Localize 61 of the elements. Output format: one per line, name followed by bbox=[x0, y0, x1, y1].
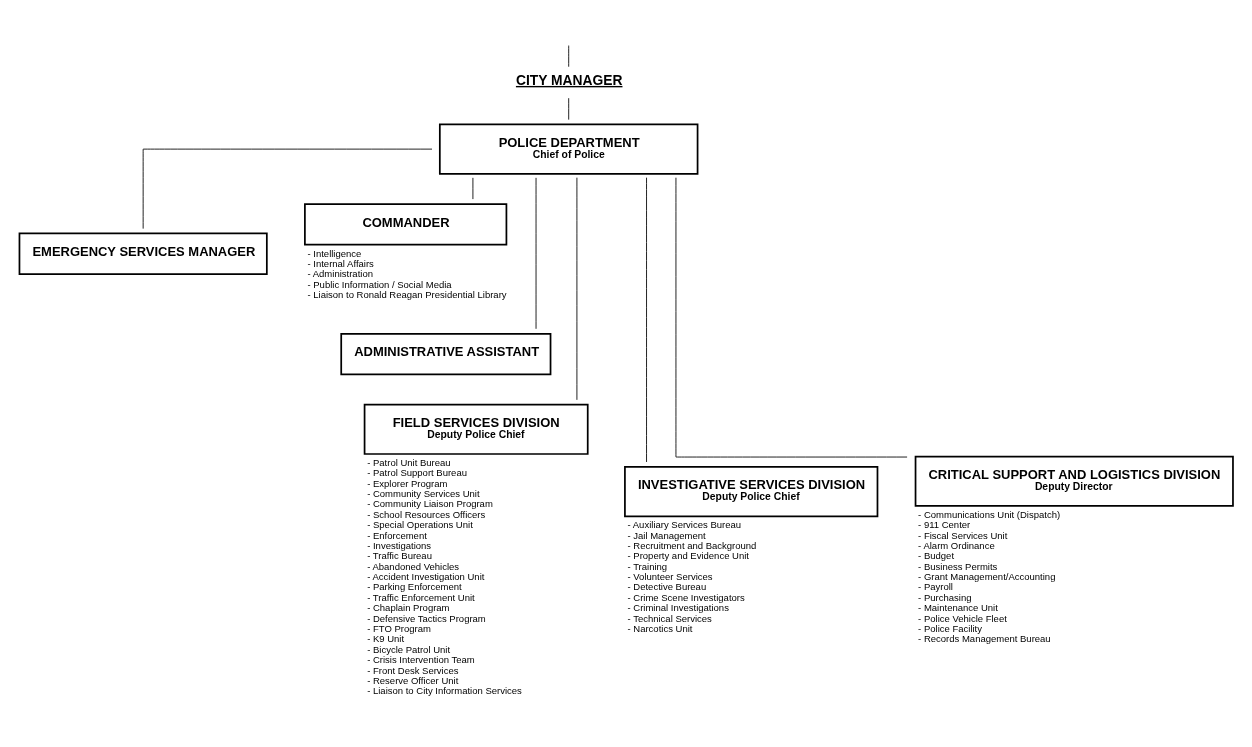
node-label: - Internal Affairs bbox=[307, 257, 374, 269]
node-label: - Communications Unit (Dispatch) bbox=[918, 508, 1061, 520]
node-label: - Abandoned Vehicles bbox=[367, 560, 460, 572]
node-box: EMERGENCY SERVICES MANAGER bbox=[18, 232, 268, 275]
node-label: - Special Operations Unit bbox=[367, 518, 473, 530]
node-label: - Administration bbox=[307, 267, 373, 279]
node-label: - Narcotics Unit bbox=[627, 622, 693, 634]
node-label: - Explorer Program bbox=[367, 477, 448, 489]
node-label: - Detective Bureau bbox=[627, 580, 707, 592]
node-label: - Training bbox=[627, 560, 668, 572]
node-label: - Payroll bbox=[918, 580, 953, 592]
node-label: - Reserve Officer Unit bbox=[367, 674, 459, 686]
node-label: - Fiscal Services Unit bbox=[918, 529, 1008, 541]
node-box: ADMINISTRATIVE ASSISTANT bbox=[340, 332, 552, 375]
node-label: - Maintenance Unit bbox=[918, 601, 998, 613]
node-label: - Patrol Unit Bureau bbox=[367, 456, 451, 468]
node-label: - Public Information / Social Media bbox=[307, 278, 452, 290]
node-text: CITY MANAGER bbox=[515, 71, 623, 88]
connector bbox=[568, 97, 570, 120]
node-box: CRITICAL SUPPORT AND LOGISTICS DIVISION Deputy Director bbox=[914, 455, 1234, 507]
node-label: - Front Desk Services bbox=[367, 664, 459, 676]
node-label: - FTO Program bbox=[367, 622, 431, 634]
connector bbox=[142, 148, 433, 229]
node-label: - Patrol Support Bureau bbox=[367, 466, 467, 478]
node-label: - K9 Unit bbox=[367, 632, 405, 644]
node-box: INVESTIGATIVE SERVICES DIVISION Deputy Police Chief bbox=[624, 465, 879, 517]
node-label: - Community Liaison Program bbox=[367, 497, 493, 509]
node-box: FIELD SERVICES DIVISION Deputy Police Chief bbox=[363, 403, 589, 455]
node-label: - Defensive Tactics Program bbox=[367, 612, 486, 624]
node-box: POLICE DEPARTMENT Chief of Police bbox=[438, 123, 699, 175]
node-label: - Purchasing bbox=[918, 591, 972, 603]
node-label: - Bicycle Patrol Unit bbox=[367, 643, 451, 655]
node-label: - Liaison to City Information Services bbox=[367, 684, 522, 696]
node-label: - Police Facility bbox=[918, 622, 983, 634]
node-label: - Business Permits bbox=[918, 560, 998, 572]
node-label: - Auxiliary Services Bureau bbox=[627, 518, 742, 530]
node-label: - Volunteer Services bbox=[627, 570, 713, 582]
node-label: - Chaplain Program bbox=[367, 601, 450, 613]
node-label: - Community Services Unit bbox=[367, 487, 480, 499]
node-label: - School Resources Officers bbox=[367, 508, 486, 520]
node-label: - Accident Investigation Unit bbox=[367, 570, 485, 582]
node-label: - Recruitment and Background bbox=[627, 539, 757, 551]
node-label: - Jail Management bbox=[627, 529, 706, 541]
node-label: - 911 Center bbox=[918, 518, 971, 530]
connector bbox=[568, 44, 570, 67]
node-label: - Liaison to Ronald Reagan Presidential Library bbox=[307, 288, 507, 300]
connector bbox=[646, 176, 647, 462]
node-label: - Grant Management/Accounting bbox=[918, 570, 1056, 582]
node-label: - Budget bbox=[918, 549, 955, 561]
node-label: - Police Vehicle Fleet bbox=[918, 612, 1007, 624]
node-label: - Crime Scene Investigators bbox=[627, 591, 745, 603]
node-label: - Traffic Enforcement Unit bbox=[367, 591, 475, 603]
node-label: - Enforcement bbox=[367, 529, 427, 541]
node-box: COMMANDER bbox=[304, 202, 508, 246]
node-label: - Intelligence bbox=[307, 247, 362, 259]
node-label: - Parking Enforcement bbox=[367, 580, 462, 592]
node-label: - Alarm Ordinance bbox=[918, 539, 995, 551]
node-label: - Criminal Investigations bbox=[627, 601, 729, 613]
node-label: - Technical Services bbox=[627, 612, 712, 624]
node-label: - Crisis Intervention Team bbox=[367, 653, 475, 665]
node-label: - Investigations bbox=[367, 539, 432, 551]
